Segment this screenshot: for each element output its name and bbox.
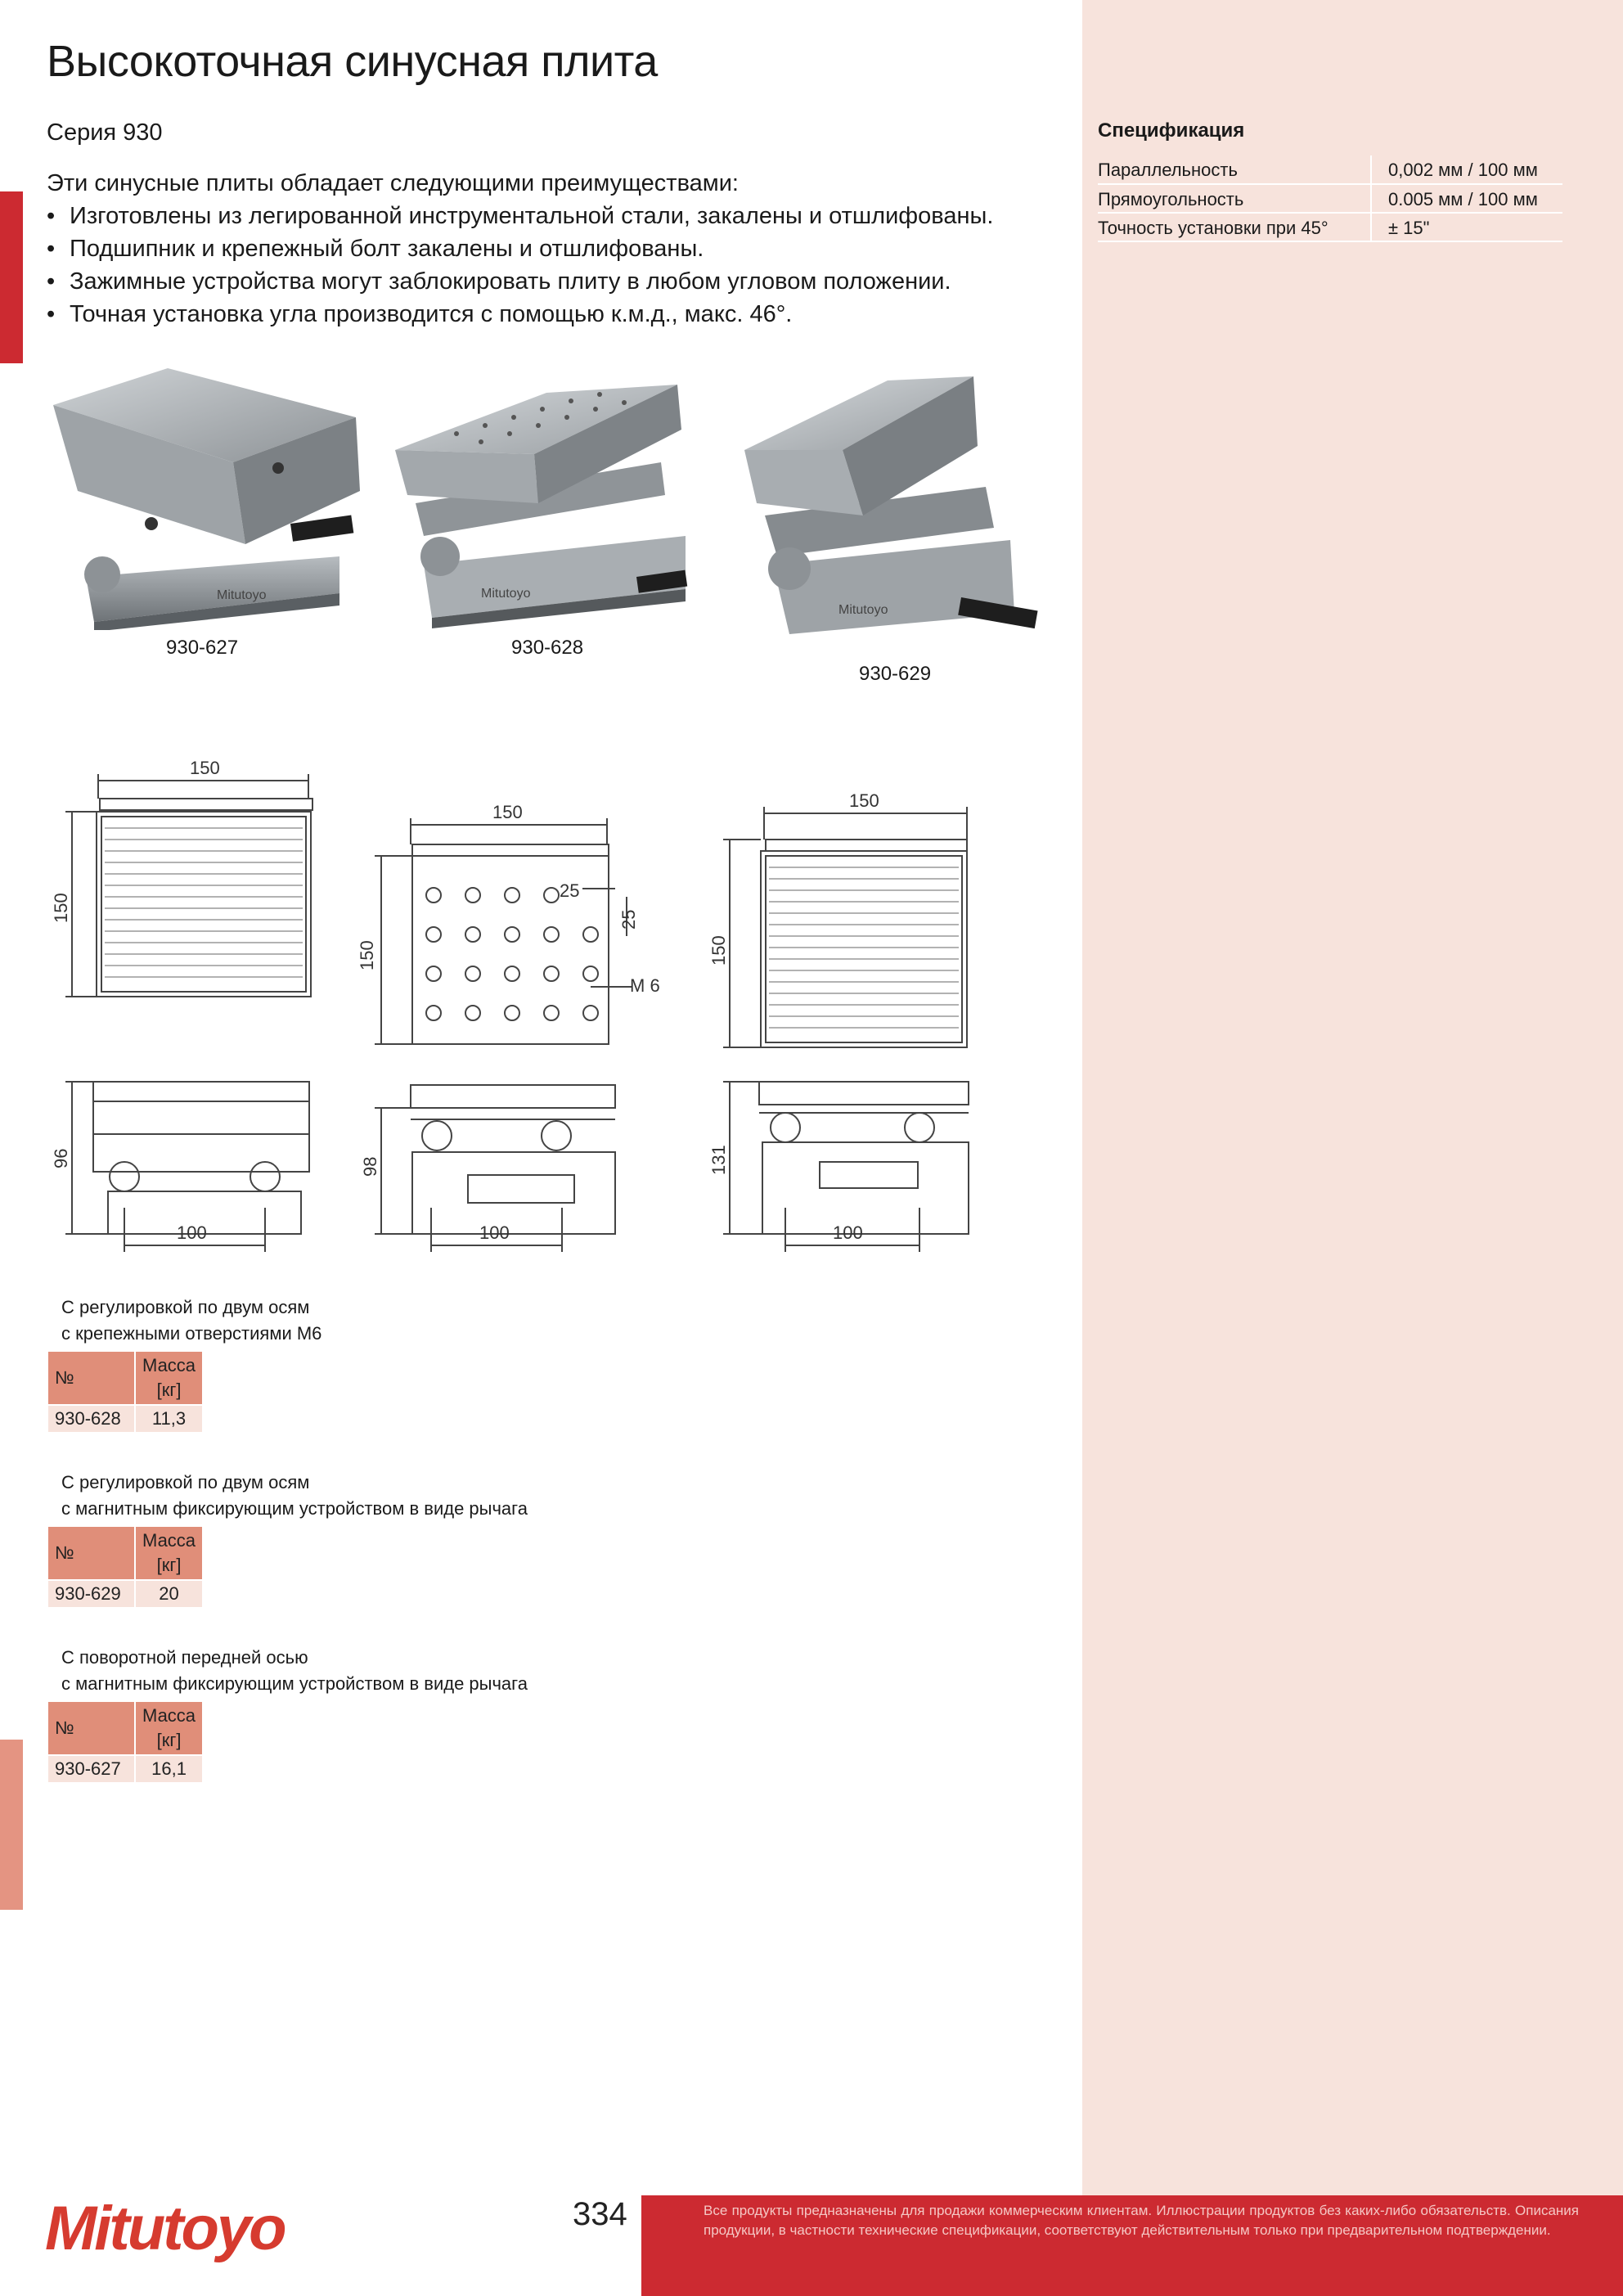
table-row: Точность установки при 45° ± 15" <box>1098 213 1562 242</box>
spec-value: 0,002 мм / 100 мм <box>1370 155 1562 185</box>
variant-desc: с магнитным фиксирующим устройством в ви… <box>61 1673 528 1694</box>
header-mass: Масса [кг] <box>136 1527 203 1579</box>
header-mass-unit: [кг] <box>156 1555 182 1575</box>
dim-height-label: 98 <box>360 1157 380 1177</box>
feature-item: Зажимные устройства могут заблокировать … <box>47 265 1061 298</box>
header-mass-unit: [кг] <box>156 1380 182 1400</box>
spec-table: Параллельность 0,002 мм / 100 мм Прямоуг… <box>1098 155 1562 242</box>
product-code: 930-628 <box>48 1406 134 1432</box>
page-title: Высокоточная синусная плита <box>47 37 658 86</box>
product-mass: 11,3 <box>136 1406 203 1432</box>
footer-disclaimer: Все продукты предназначены для продажи к… <box>704 2203 1579 2238</box>
feature-list: Изготовлены из легированной инструментал… <box>47 200 1061 331</box>
table-row: 930-628 11,3 <box>48 1406 203 1432</box>
product-photo-930-629: Mitutoyo <box>744 376 1038 634</box>
product-code: 930-627 <box>48 1756 134 1782</box>
table-header: № Масса [кг] <box>48 1352 203 1404</box>
dim-width-label: 150 <box>849 790 879 811</box>
variant-desc: С регулировкой по двум осям <box>61 1472 310 1492</box>
variant-block: С регулировкой по двум осям с крепежными… <box>47 1294 321 1434</box>
dim-width-label: 150 <box>492 802 523 822</box>
specification-block: Спецификация Параллельность 0,002 мм / 1… <box>1098 119 1562 242</box>
mass-table: № Масса [кг] 930-627 16,1 <box>47 1700 204 1784</box>
header-mass-unit: [кг] <box>156 1730 182 1750</box>
mass-table: № Масса [кг] 930-629 20 <box>47 1525 204 1609</box>
svg-text:Mitutoyo: Mitutoyo <box>838 603 888 617</box>
feature-item: Изготовлены из легированной инструментал… <box>47 200 1061 232</box>
table-row: Прямоугольность 0.005 мм / 100 мм <box>1098 184 1562 214</box>
technical-drawings: 150 150 150 150 150 150 25 25 M 6 96 98 … <box>51 758 969 1252</box>
footer-bar <box>641 2195 1623 2296</box>
svg-text:Mitutoyo: Mitutoyo <box>481 587 531 601</box>
header-mass-label: Масса <box>142 1355 196 1375</box>
table-header: № Масса [кг] <box>48 1527 203 1579</box>
header-number: № <box>48 1702 134 1754</box>
variant-desc: С поворотной передней осью <box>61 1647 308 1668</box>
photo-caption: 930-628 <box>511 637 584 659</box>
spec-side-panel <box>1082 0 1623 2195</box>
header-number: № <box>48 1527 134 1579</box>
dim-hole-pitch: 25 <box>618 910 639 930</box>
header-mass: Масса [кг] <box>136 1352 203 1404</box>
spec-label: Параллельность <box>1098 155 1371 185</box>
dim-hole-pitch: 25 <box>560 880 579 901</box>
dim-height-label: 150 <box>51 893 71 923</box>
dim-height-label: 96 <box>51 1149 71 1168</box>
table-header: № Масса [кг] <box>48 1702 203 1754</box>
variant-block: С поворотной передней осью с магнитным ф… <box>47 1645 528 1784</box>
product-code: 930-629 <box>48 1581 134 1607</box>
product-mass: 16,1 <box>136 1756 203 1782</box>
dim-width-label: 150 <box>190 758 220 778</box>
spec-label: Точность установки при 45° <box>1098 213 1371 242</box>
page-number: 334 <box>573 2196 627 2232</box>
intro-text: Эти синусные плиты обладает следующими п… <box>47 170 739 196</box>
header-number: № <box>48 1352 134 1404</box>
product-mass: 20 <box>136 1581 203 1607</box>
variant-desc: с крепежными отверстиями M6 <box>61 1323 322 1344</box>
table-row: 930-627 16,1 <box>48 1756 203 1782</box>
spec-value: ± 15" <box>1370 213 1562 242</box>
table-row: 930-629 20 <box>48 1581 203 1607</box>
feature-item: Точная установка угла производится с пом… <box>47 298 1061 331</box>
dim-height-label: 150 <box>708 935 729 966</box>
section-tab-salmon <box>0 1740 23 1910</box>
spec-value: 0.005 мм / 100 мм <box>1370 184 1562 214</box>
variant-block: С регулировкой по двум осям с магнитным … <box>47 1470 528 1609</box>
section-tab-red <box>0 191 23 363</box>
variant-desc: С регулировкой по двум осям <box>61 1297 310 1317</box>
series-label: Серия 930 <box>47 119 163 146</box>
brand-logo: Mitutoyo <box>45 2194 287 2263</box>
header-mass: Масса [кг] <box>136 1702 203 1754</box>
dim-base-label: 100 <box>479 1222 510 1243</box>
feature-item: Подшипник и крепежный болт закалены и от… <box>47 232 1061 265</box>
dim-thread: M 6 <box>630 975 660 996</box>
dim-base-label: 100 <box>833 1222 863 1243</box>
photo-caption: 930-629 <box>859 663 932 685</box>
spec-label: Прямоугольность <box>1098 184 1371 214</box>
variant-desc: с магнитным фиксирующим устройством в ви… <box>61 1498 528 1519</box>
photo-caption: 930-627 <box>166 637 239 659</box>
dim-base-label: 100 <box>177 1222 207 1243</box>
product-photo-930-628: Mitutoyo <box>395 385 688 628</box>
mass-table: № Масса [кг] 930-628 11,3 <box>47 1350 204 1434</box>
header-mass-label: Масса <box>142 1705 196 1726</box>
dim-height-label: 131 <box>708 1145 729 1175</box>
product-photo-930-627: Mitutoyo <box>53 368 360 630</box>
header-mass-label: Масса <box>142 1530 196 1551</box>
svg-text:Mitutoyo: Mitutoyo <box>217 588 267 602</box>
dim-height-label: 150 <box>357 940 377 970</box>
spec-title: Спецификация <box>1098 119 1245 142</box>
table-row: Параллельность 0,002 мм / 100 мм <box>1098 155 1562 185</box>
intro-block: Эти синусные плиты обладает следующими п… <box>47 167 1061 331</box>
